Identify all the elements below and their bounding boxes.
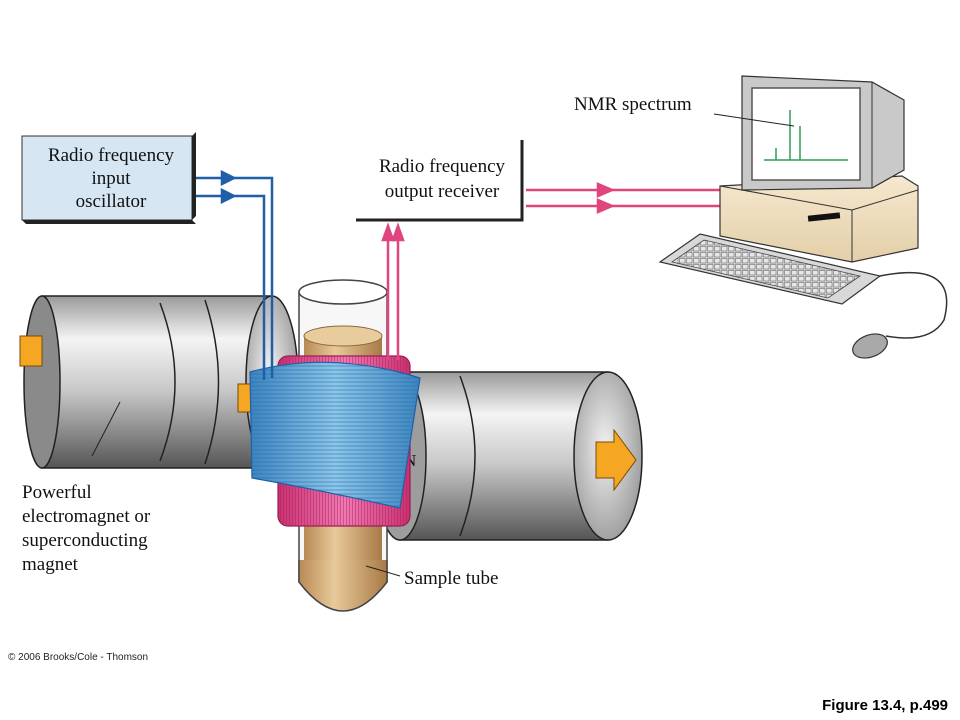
rf-input-label-line3: oscillator <box>76 191 147 212</box>
output-wires <box>381 182 720 360</box>
label-sample-tube: Sample tube <box>365 565 498 589</box>
mouse <box>852 333 888 359</box>
label-nmr-spectrum: NMR spectrum <box>574 94 795 127</box>
rf-output-receiver: Radio frequency output receiver <box>356 140 524 222</box>
label-magnet: Powerful electromagnet or superconductin… <box>22 401 151 575</box>
figure-caption: Figure 13.4, p.499 <box>822 697 948 714</box>
rf-output-label-line1: Radio frequency <box>379 156 506 177</box>
rf-input-label-line2: input <box>91 168 131 189</box>
nmr-spectrum-label: NMR spectrum <box>574 94 692 115</box>
copyright-notice: © 2006 Brooks/Cole - Thomson <box>8 652 148 663</box>
field-arrow <box>595 428 637 492</box>
rf-coils <box>249 355 421 527</box>
rf-output-label-line2: output receiver <box>385 181 500 202</box>
input-wires <box>196 169 274 380</box>
magnet-label-line1: Powerful <box>22 482 92 503</box>
computer <box>658 75 948 359</box>
sample-tube-label: Sample tube <box>404 568 498 589</box>
magnet-label-line4: magnet <box>22 554 79 575</box>
magnet-label-line2: electromagnet or <box>22 506 151 527</box>
rf-input-oscillator: Radio frequency input oscillator <box>21 132 196 224</box>
rf-input-label-line1: Radio frequency <box>48 145 175 166</box>
nmr-spectrum-trace <box>764 110 848 161</box>
left-magnet <box>19 295 299 469</box>
magnet-label-line3: superconducting <box>22 530 148 551</box>
